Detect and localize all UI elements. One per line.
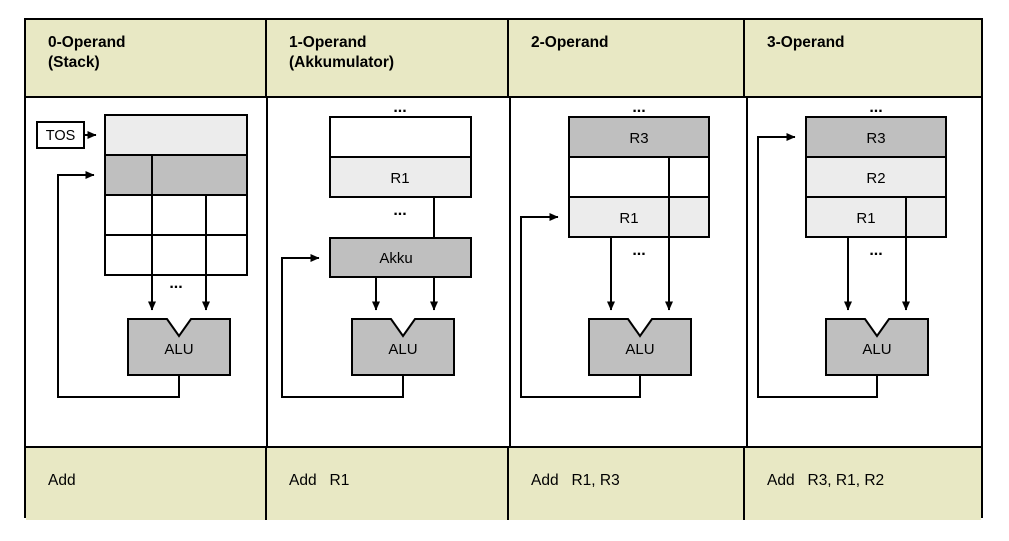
table-body-row: TOS ... ALU: [26, 98, 981, 446]
stack-cell-1: [104, 154, 248, 196]
register-cell-r3: [568, 116, 710, 158]
instruction-one-operand: Add R1: [289, 472, 350, 489]
instruction-three-operand: Add R3, R1, R2: [767, 472, 885, 489]
instruction-two-operand: Add R1, R3: [530, 472, 620, 489]
register-ellipsis-bottom: ...: [869, 242, 882, 259]
register-label-r1: R1: [856, 210, 875, 227]
header-label-one-operand: 1-Operand (Akkumulator): [289, 34, 395, 71]
register-ellipsis-top: ...: [393, 99, 406, 116]
register-label-r1: R1: [619, 210, 638, 227]
alu-result-feedback-path: [57, 171, 180, 398]
alu-label: ALU: [625, 341, 654, 358]
register-cell-0: [329, 116, 472, 158]
alu-result-feedback-path: [757, 133, 878, 398]
alu-shape: [351, 318, 455, 376]
header-label-three-operand: 3-Operand: [767, 34, 845, 51]
register-label-r2: R2: [866, 170, 885, 187]
register-cell-r1: [568, 196, 710, 238]
header-label-zero-operand: 0-Operand (Stack): [48, 34, 126, 71]
stack-cell-2: [104, 194, 248, 236]
footer-cell-zero-operand: Add: [26, 448, 267, 520]
footer-cell-three-operand: Add R3, R1, R2: [745, 448, 981, 520]
footer-cell-two-operand: Add R1, R3: [509, 448, 745, 520]
register-ellipsis-bottom: ...: [393, 202, 406, 219]
akku-box: [329, 237, 472, 278]
register-label-r3: R3: [866, 130, 885, 147]
operand-architecture-table: 0-Operand (Stack) 1-Operand (Akkumulator…: [24, 18, 983, 520]
diagram-cell-zero-operand: TOS ... ALU: [26, 98, 268, 446]
header-cell-two-operand: 2-Operand: [509, 20, 745, 96]
alu-shape: [588, 318, 692, 376]
register-cell-empty: [568, 156, 710, 198]
three-operand-architecture-diagram: ... R3 R2 R1 ... ALU: [757, 99, 947, 398]
alu-result-feedback-path: [520, 213, 641, 398]
akku-label: Akku: [379, 250, 412, 267]
stack-cell-0: [104, 114, 248, 156]
stack-architecture-diagram: TOS ... ALU: [36, 114, 248, 398]
header-cell-one-operand: 1-Operand (Akkumulator): [267, 20, 509, 96]
register-cell-r3: [805, 116, 947, 158]
footer-cell-one-operand: Add R1: [267, 448, 509, 520]
diagram-cell-three-operand: ... R3 R2 R1 ... ALU: [748, 98, 985, 446]
register-label-r3: R3: [629, 130, 648, 147]
header-cell-three-operand: 3-Operand: [745, 20, 981, 96]
two-operand-architecture-diagram: ... R3 R1 ... ALU: [520, 99, 710, 398]
stack-ellipsis: ...: [169, 275, 182, 292]
stack-cell-3: [104, 234, 248, 276]
diagram-cell-one-operand: ... R1 ... Akku ALU: [268, 98, 511, 446]
alu-label: ALU: [164, 341, 193, 358]
register-ellipsis-bottom: ...: [632, 242, 645, 259]
header-cell-zero-operand: 0-Operand (Stack): [26, 20, 267, 96]
header-label-two-operand: 2-Operand: [530, 34, 609, 51]
alu-shape: [825, 318, 929, 376]
register-label-r1: R1: [390, 170, 409, 187]
table-header-row: 0-Operand (Stack) 1-Operand (Akkumulator…: [26, 20, 981, 98]
accumulator-architecture-diagram: ... R1 ... Akku ALU: [281, 99, 472, 398]
register-ellipsis-top: ...: [869, 99, 882, 116]
alu-label: ALU: [388, 341, 417, 358]
register-ellipsis-top: ...: [632, 99, 645, 116]
table-footer-row: Add Add R1 Add R1, R3 Add R3, R1, R2: [26, 446, 981, 520]
alu-result-feedback-path: [281, 254, 404, 398]
tos-label: TOS: [46, 128, 76, 144]
diagram-cell-two-operand: ... R3 R1 ... ALU: [511, 98, 748, 446]
instruction-zero-operand: Add: [48, 472, 76, 489]
alu-shape: [127, 318, 231, 376]
register-cell-r1: [805, 196, 947, 238]
register-cell-1: [329, 156, 472, 198]
alu-label: ALU: [862, 341, 891, 358]
